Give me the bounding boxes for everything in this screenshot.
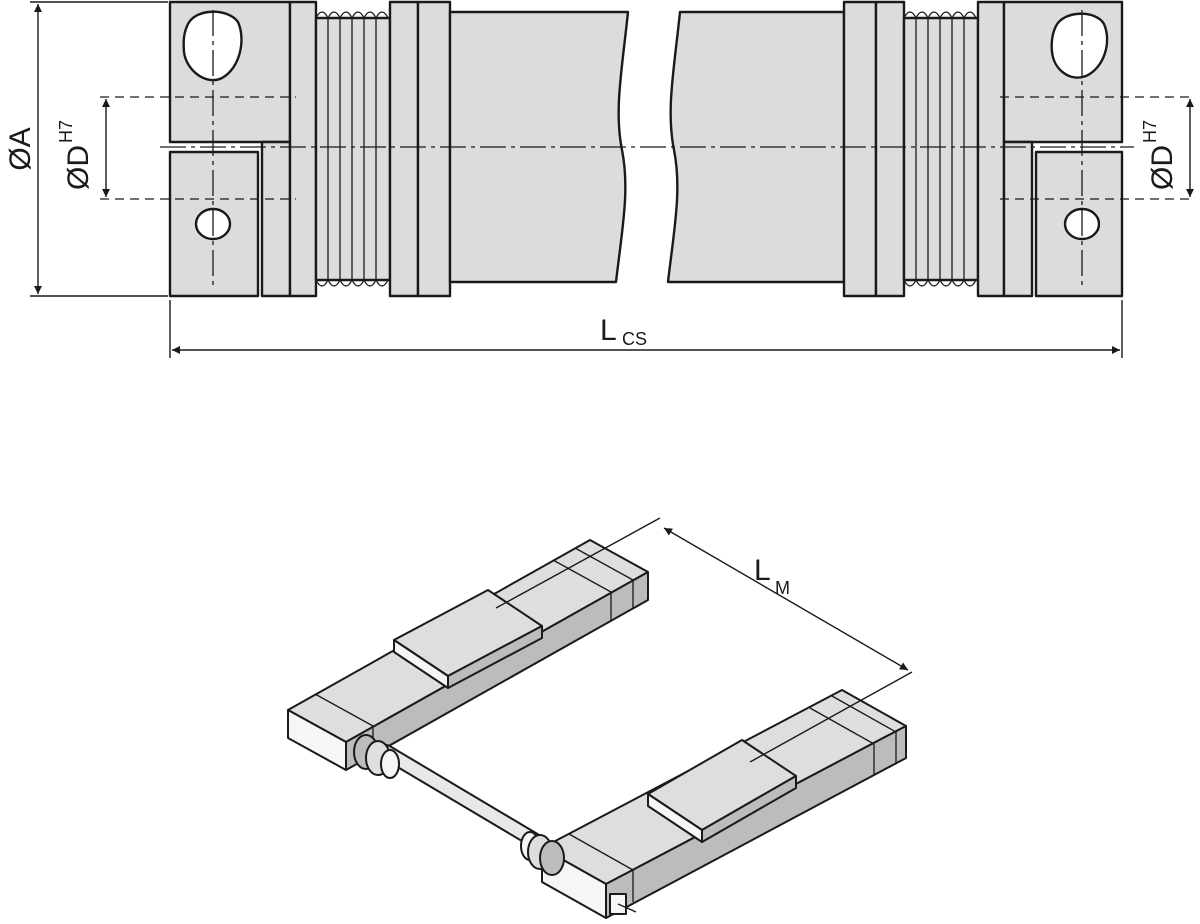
bore-right-label: ØD [1146,145,1179,190]
coupling-side-view: ØA ØD H7 ØD H7 L CS [4,0,1194,358]
back-linear-module [287,539,649,771]
outer-diameter-label: ØA [4,127,37,170]
coupling-length-subscript: CS [622,329,647,349]
bore-right-dimension: ØD H7 [1140,99,1194,197]
right-tube-section [666,10,846,284]
module-distance-label: L [754,554,771,587]
right-clamp-screw-head-icon [1050,12,1109,79]
bore-right-tolerance: H7 [1140,120,1160,143]
isometric-assembly: L M [287,517,913,919]
module-distance-subscript: M [775,578,790,598]
left-clamp-screw-head-icon [182,10,243,82]
connecting-shaft [353,734,565,876]
shaft-coupling-front-icon [520,831,565,876]
front-linear-module [541,689,907,919]
outer-diameter-dimension: ØA [4,1,168,297]
right-bellows [842,0,1006,298]
right-clamp-hub [1002,0,1124,298]
coupling-length-dimension: L CS [169,300,1123,358]
left-bellows [288,0,452,298]
bore-left-tolerance: H7 [56,120,76,143]
left-clamp-hub [168,0,292,298]
bore-left-dimension: ØD H7 [56,99,110,197]
bore-left-label: ØD [62,145,95,190]
shaft-coupling-back-icon [353,734,400,779]
coupling-length-label: L [600,314,617,347]
module-distance-dimension: L M [495,517,913,763]
